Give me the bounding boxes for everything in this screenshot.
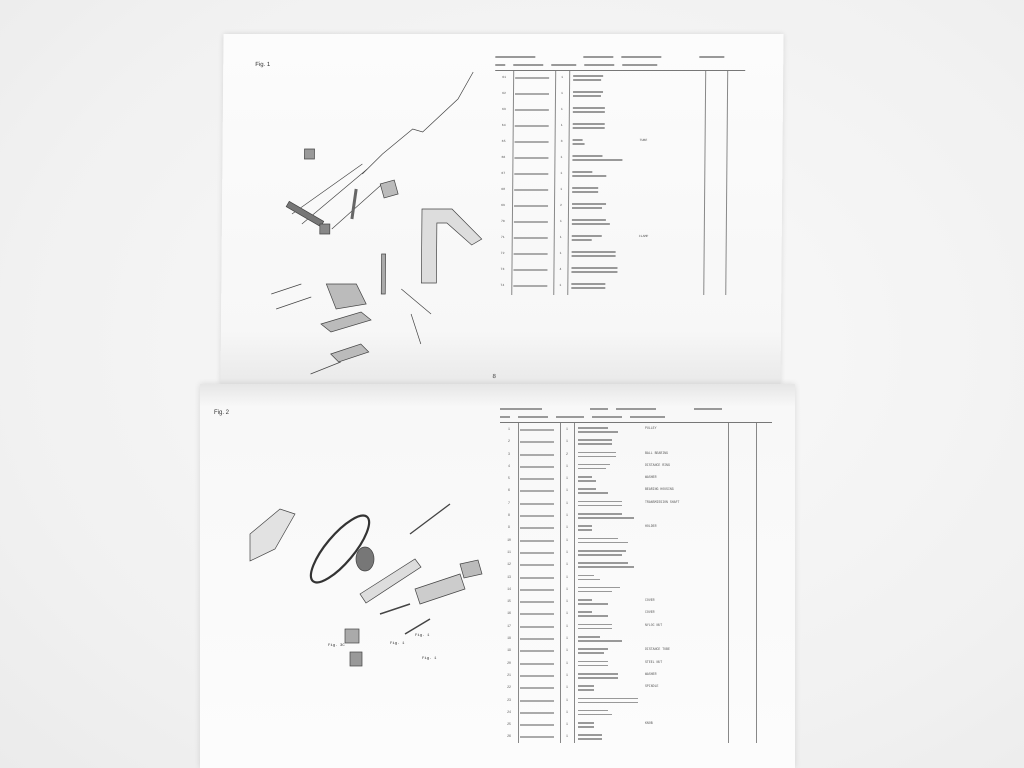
exploded-drawing-fig2 (249, 503, 483, 667)
table-header (495, 54, 746, 71)
table-header (500, 406, 772, 423)
exploded-drawing-fig1 (271, 71, 483, 375)
bottom-page: Fig. 2 Fig. 1 Fig. 1 Fig. 1 Fig. 3C (200, 384, 795, 768)
page-number: 8 (492, 374, 496, 380)
figure-reference: Fig. 1 (422, 657, 437, 661)
figure-label: Fig. 2 (214, 410, 230, 416)
top-page: Fig. 1 (220, 34, 784, 384)
figure-reference: Fig. 3C (328, 644, 345, 648)
figure-reference: Fig. 1 (415, 634, 430, 638)
figure-reference: Fig. 1 (390, 642, 405, 646)
